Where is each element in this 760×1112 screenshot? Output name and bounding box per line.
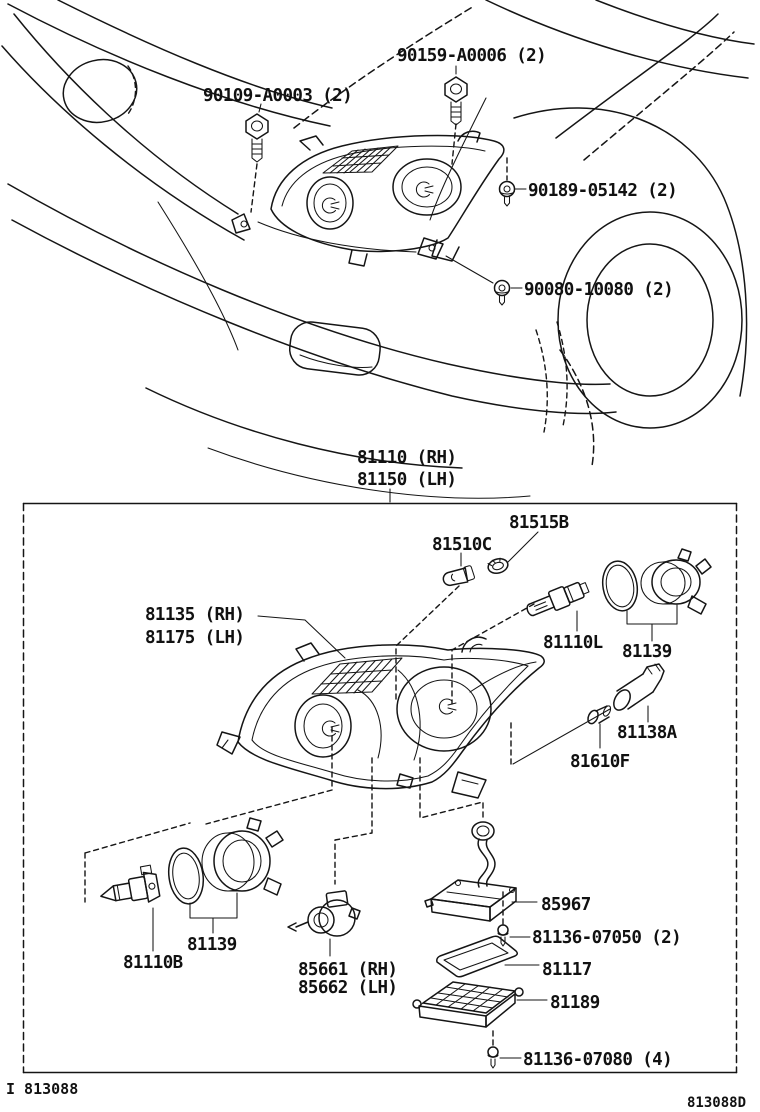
part-label-81515b[interactable]: 81515B <box>509 513 569 533</box>
part-label-81110b[interactable]: 81110B <box>123 953 183 973</box>
wheel-arch <box>513 107 748 433</box>
bolt-icon <box>245 113 269 163</box>
leveling-motor-85661 <box>287 890 361 937</box>
part-label-90159-a0006[interactable]: 90159-A0006 (2) <box>397 46 547 66</box>
screw-icon <box>493 279 511 306</box>
cap-right-81139 <box>640 548 712 615</box>
part-label-81139-left[interactable]: 81139 <box>187 935 237 955</box>
side-bulb-81610f <box>587 705 612 725</box>
part-label-81510c[interactable]: 81510C <box>432 535 492 555</box>
cover-81189 <box>412 981 524 1028</box>
socket-cover-81515b <box>487 557 509 574</box>
o-ring-left-81139 <box>167 847 205 905</box>
part-label-90080-10080[interactable]: 90080-10080 (2) <box>524 280 674 300</box>
part-label-81135-rh[interactable]: 81135 (RH) <box>145 605 245 625</box>
headlamp-bulb-symbol <box>321 720 340 737</box>
fastener-leader-lines <box>250 65 527 289</box>
part-label-85661-rh[interactable]: 85661 (RH) <box>298 960 398 980</box>
headlamp-bulb-symbol <box>321 197 340 214</box>
gasket-81117 <box>436 935 519 978</box>
turn-signal-hatch <box>311 657 403 695</box>
lowbeam-bulb-81110b <box>100 864 161 903</box>
part-label-81136-07050[interactable]: 81136-07050 (2) <box>532 928 682 948</box>
assembly-label-lh[interactable]: 81150 (LH) <box>357 470 457 490</box>
exploded-leader-lines <box>84 531 678 1059</box>
headlamp-installed-drawing <box>231 130 505 267</box>
part-label-81139-right[interactable]: 81139 <box>622 642 672 662</box>
headlamp-bulb-symbol <box>415 181 434 198</box>
part-label-81175-lh[interactable]: 81175 (LH) <box>145 628 245 648</box>
igniter-connector-wire <box>471 821 496 888</box>
mount-bracket <box>417 237 444 260</box>
bulb-holder-81138a <box>613 663 665 711</box>
part-label-81136-07080[interactable]: 81136-07080 (4) <box>523 1050 673 1070</box>
part-label-81189[interactable]: 81189 <box>550 993 600 1013</box>
signal-bulb-81510c <box>442 565 475 587</box>
part-label-85967[interactable]: 85967 <box>541 895 591 915</box>
part-label-85662-lh[interactable]: 85662 (LH) <box>298 978 398 998</box>
vehicle-front-drawing <box>1 0 755 499</box>
headlamp-bulb-symbol <box>438 698 457 715</box>
exploded-view-border <box>22 502 738 1074</box>
figure-code-right: 813088D <box>687 1095 746 1111</box>
turn-signal-hatch <box>322 145 399 174</box>
part-label-81117[interactable]: 81117 <box>542 960 592 980</box>
ballast-85967 <box>424 879 517 922</box>
grille-emblem <box>62 58 138 124</box>
part-label-81110l[interactable]: 81110L <box>543 633 603 653</box>
part-label-81138a[interactable]: 81138A <box>617 723 678 743</box>
figure-code-left: I 813088 <box>6 1080 78 1098</box>
part-label-81610f[interactable]: 81610F <box>570 752 630 772</box>
part-label-90189-05142[interactable]: 90189-05142 (2) <box>528 181 678 201</box>
headlamp-unit-drawing <box>216 636 545 799</box>
cap-left-81139 <box>201 817 284 896</box>
assembly-label-rh[interactable]: 81110 (RH) <box>357 448 457 468</box>
headlamp-bulb-81110l <box>526 581 590 617</box>
o-ring-right-81139 <box>601 560 639 612</box>
bolt-icon <box>444 76 468 126</box>
part-label-90109-a0003[interactable]: 90109-A0003 (2) <box>203 86 353 106</box>
mount-bracket <box>231 213 251 234</box>
fog-lamp-opening <box>288 321 381 376</box>
cover-screw-icon <box>487 1046 499 1069</box>
screw-icon <box>498 180 516 207</box>
